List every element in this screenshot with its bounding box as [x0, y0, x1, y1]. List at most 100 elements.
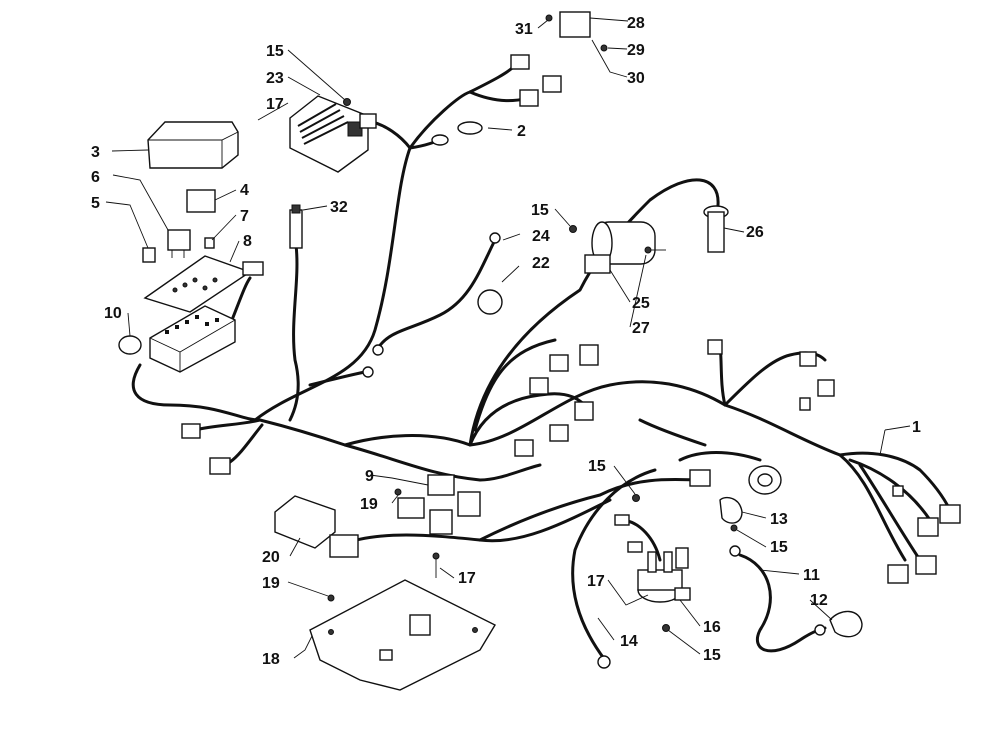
callout-15-d: 15	[770, 539, 788, 556]
component-ring-terminal-ground	[362, 344, 384, 378]
component-connector-top	[359, 54, 562, 146]
callout-4: 4	[240, 182, 249, 199]
callout-15-e: 15	[703, 647, 721, 664]
relay-lead	[678, 451, 762, 462]
component-clamp-22	[477, 289, 503, 315]
harness-right-end-4	[858, 463, 922, 562]
harness-right-branch	[723, 351, 827, 407]
component-mount-plate-18	[309, 579, 496, 691]
relay-lead-2	[638, 418, 707, 447]
callout-30: 30	[627, 70, 645, 87]
callout-24: 24	[532, 228, 550, 245]
callout-9: 9	[365, 468, 374, 485]
battery-cable-14	[571, 468, 657, 662]
callout-17-c: 17	[587, 573, 605, 590]
component-nut-31	[545, 14, 553, 22]
component-clamp-10	[118, 335, 142, 355]
component-boot-12	[829, 610, 863, 638]
harness-top-branch	[468, 63, 517, 94]
callout-25: 25	[632, 295, 650, 312]
callout-2: 2	[517, 123, 526, 140]
component-nut-15-solenoid	[632, 494, 640, 502]
harness-right-end-3	[848, 458, 932, 522]
component-fuse-panel	[143, 255, 252, 313]
callout-22: 22	[532, 255, 550, 272]
component-nut-15-top	[343, 98, 351, 106]
callout-18: 18	[262, 651, 280, 668]
callout-16: 16	[703, 619, 721, 636]
component-screw-19-plate	[327, 594, 335, 602]
callout-12: 12	[810, 592, 828, 609]
callout-29: 29	[627, 42, 645, 59]
callout-17-b: 17	[458, 570, 476, 587]
harness-right-end	[838, 451, 952, 512]
component-washer-15-right	[730, 524, 738, 532]
harness-ecu-branch	[370, 120, 412, 150]
component-fuse-7	[204, 237, 215, 249]
component-fuse-block	[149, 305, 236, 373]
harness-inj-branch	[468, 392, 592, 447]
callout-20: 20	[262, 549, 280, 566]
callout-19-a: 19	[262, 575, 280, 592]
callout-17-a: 17	[266, 96, 284, 113]
component-starter-solenoid	[637, 551, 691, 603]
component-connector-8	[242, 261, 264, 276]
callout-10: 10	[104, 305, 122, 322]
callout-1: 1	[912, 419, 921, 436]
component-nut-15-bottom	[662, 624, 670, 632]
component-injector-connectors	[514, 344, 599, 457]
callout-5: 5	[91, 195, 100, 212]
component-ecu	[289, 95, 369, 173]
callout-6: 6	[91, 169, 100, 186]
component-ignition-coil	[584, 221, 656, 274]
callout-28: 28	[627, 15, 645, 32]
component-spark-cap-26	[703, 205, 729, 253]
callout-15-b: 15	[531, 202, 549, 219]
component-screw-17-plate	[432, 552, 440, 578]
callout-7: 7	[240, 208, 249, 225]
callout-11: 11	[803, 567, 820, 584]
component-cable-terminals	[597, 514, 826, 669]
callout-27: 27	[632, 320, 650, 337]
callout-13: 13	[770, 511, 788, 528]
component-sensor-32	[289, 204, 303, 249]
callout-labels: 1 2 3 4 5 6 7 8 9 10 11 12 13 14 15 15 1…	[91, 15, 921, 668]
component-horn-right	[748, 465, 782, 495]
harness-main-trunk	[131, 363, 842, 457]
battery-cable-11	[738, 553, 827, 653]
component-regulator-28	[559, 11, 591, 38]
ground-wire-short	[308, 370, 367, 387]
harness-lower-branch-2	[478, 477, 702, 542]
harness-wires	[131, 63, 952, 662]
callout-8: 8	[243, 233, 252, 250]
component-fuse-5	[142, 247, 156, 263]
callout-26: 26	[746, 224, 764, 241]
component-screw-25	[644, 246, 666, 254]
component-left-connectors	[181, 423, 231, 475]
component-relay-6	[167, 229, 191, 258]
callout-19-b: 19	[360, 496, 378, 513]
component-fuse-box-cover	[147, 121, 239, 169]
leader-lines	[105, 17, 911, 659]
sensor-lead-wire	[288, 243, 300, 422]
callout-15-c: 15	[588, 458, 606, 475]
harness-right-end-2	[838, 453, 907, 562]
component-screw-19-top	[394, 488, 402, 496]
callout-31: 31	[515, 21, 533, 38]
callout-32: 32	[330, 199, 348, 216]
component-right-connectors	[689, 339, 961, 584]
harness-center-loop	[343, 443, 542, 482]
component-screw-29	[600, 44, 608, 52]
callout-23: 23	[266, 70, 284, 87]
harness-fuse-branch	[228, 276, 252, 327]
callout-14: 14	[620, 633, 638, 650]
component-relay-9	[397, 474, 481, 535]
component-module-20	[274, 495, 359, 558]
component-ring-terminal-24	[489, 232, 501, 244]
harness-left-branch	[193, 418, 262, 432]
callout-15-a: 15	[266, 43, 284, 60]
harness-left-branch-2	[228, 423, 264, 464]
ground-wire-24	[376, 238, 497, 350]
